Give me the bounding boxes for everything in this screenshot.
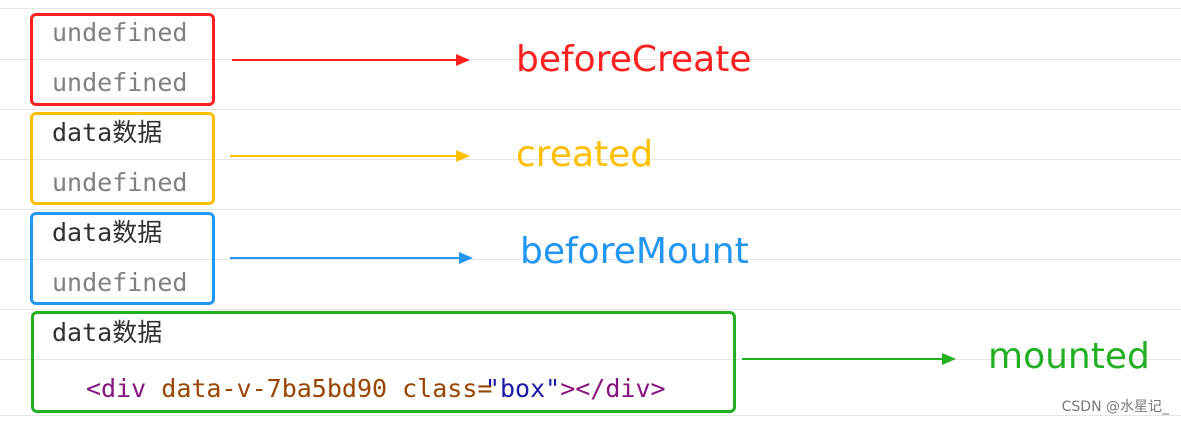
- console-log-entry: data数据: [52, 218, 163, 247]
- console-row-divider: [0, 415, 1181, 416]
- console-row-divider: [0, 359, 1181, 360]
- console-row-divider: [0, 259, 1181, 260]
- html-open-tag: <div: [86, 374, 147, 403]
- console-row-divider: [0, 309, 1181, 310]
- beforemount-highlight-box: [30, 212, 215, 305]
- console-row-divider: [0, 159, 1181, 160]
- arrow-right-icon: [230, 252, 473, 264]
- hook-label-mounted: mounted: [988, 336, 1150, 377]
- beforecreate-highlight-box: [30, 13, 215, 106]
- console-row-divider: [0, 59, 1181, 60]
- hook-label-beforecreate: beforeCreate: [516, 39, 752, 80]
- console-log-entry: data数据: [52, 318, 163, 347]
- console-log-entry: data数据: [52, 118, 163, 147]
- arrow-right-icon: [230, 150, 470, 162]
- console-log-entry: undefined: [52, 268, 188, 297]
- arrow-right-icon: [742, 353, 956, 365]
- html-attribute-scoped: data-v-7ba5bd90: [161, 374, 388, 403]
- console-log-entry: undefined: [52, 168, 188, 197]
- arrow-right-icon: [232, 54, 470, 66]
- console-row-divider: [0, 209, 1181, 210]
- html-attribute-class-value: "box": [484, 374, 561, 403]
- created-highlight-box: [30, 112, 215, 205]
- console-row-divider: [0, 109, 1181, 110]
- hook-label-beforemount: beforeMount: [520, 231, 749, 272]
- hook-label-created: created: [516, 134, 654, 175]
- watermark: CSDN @水星记_: [1061, 399, 1169, 415]
- html-attribute-class-name: class=: [402, 374, 493, 403]
- dom-element-node[interactable]: <div data-v-7ba5bd90 class="box"></div>: [86, 374, 666, 404]
- console-log-entry: undefined: [52, 18, 188, 47]
- console-log-entry: undefined: [52, 68, 188, 97]
- mounted-highlight-box: [31, 311, 736, 413]
- console-row-divider: [0, 8, 1181, 9]
- html-close-tag: ></div>: [560, 374, 666, 403]
